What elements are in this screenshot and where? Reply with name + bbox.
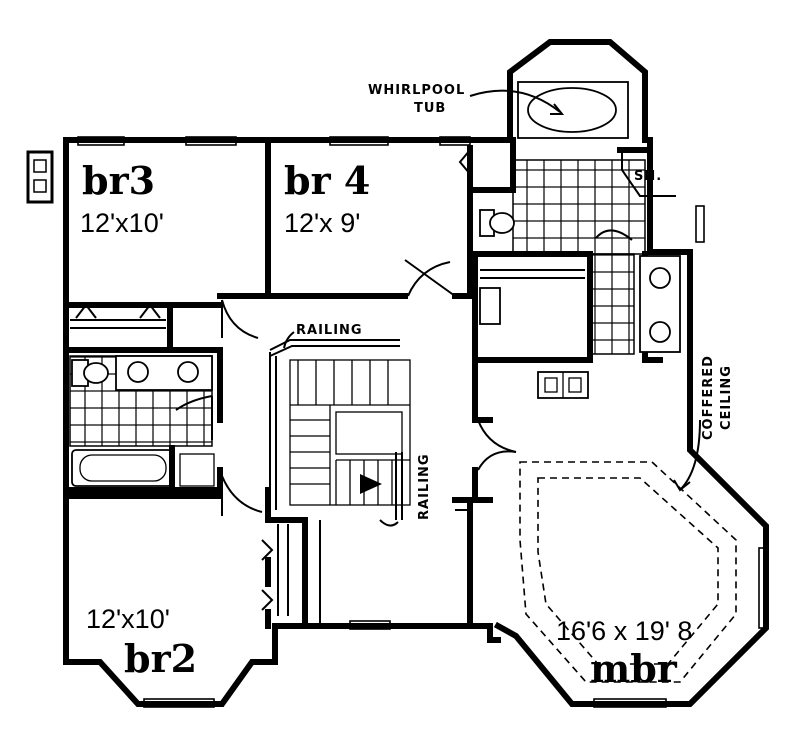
door-br2 [221, 475, 263, 513]
railing-label-top: RAILING [296, 323, 363, 338]
door-bath [175, 395, 213, 411]
stair-direction-arrow [360, 474, 382, 494]
door-br3 [221, 299, 259, 339]
whirlpool-label-1: WHIRLPOOL [368, 83, 465, 98]
stairs [269, 339, 411, 520]
coffered-label-1: COFFERED [701, 355, 716, 440]
whirlpool-leader [469, 89, 561, 113]
shower-label: SH. [634, 169, 662, 184]
coffered-label-2: CEILING [719, 365, 734, 430]
br4-name: br 4 [284, 158, 370, 203]
br2-name: br2 [124, 636, 197, 681]
door-master-bath [595, 229, 633, 241]
br2-dims: 12'x10' [86, 604, 170, 634]
br4-dims: 12'x 9' [284, 208, 360, 238]
mbr-name: mbr [590, 646, 678, 691]
doors [75, 149, 633, 611]
stair-railing-top [269, 339, 400, 351]
exterior-walls [26, 39, 769, 707]
railing-label-side: RAILING [417, 453, 432, 520]
master-bath-tile-floor-2 [589, 253, 635, 355]
br3-name: br3 [82, 158, 155, 203]
master-toilet [479, 209, 515, 237]
interior-walls [63, 81, 681, 629]
coffered-ceiling [519, 419, 737, 683]
bath-toilet [71, 359, 109, 387]
window-sitting [695, 205, 705, 243]
door-mbr [477, 419, 517, 453]
door-wc [458, 149, 471, 175]
master-bath-tile-floor [512, 159, 646, 255]
whirlpool-label-2: TUB [414, 101, 446, 116]
mbr-dims: 16'6 x 19' 8 [556, 616, 692, 646]
br3-dims: 12'x10' [80, 208, 164, 238]
